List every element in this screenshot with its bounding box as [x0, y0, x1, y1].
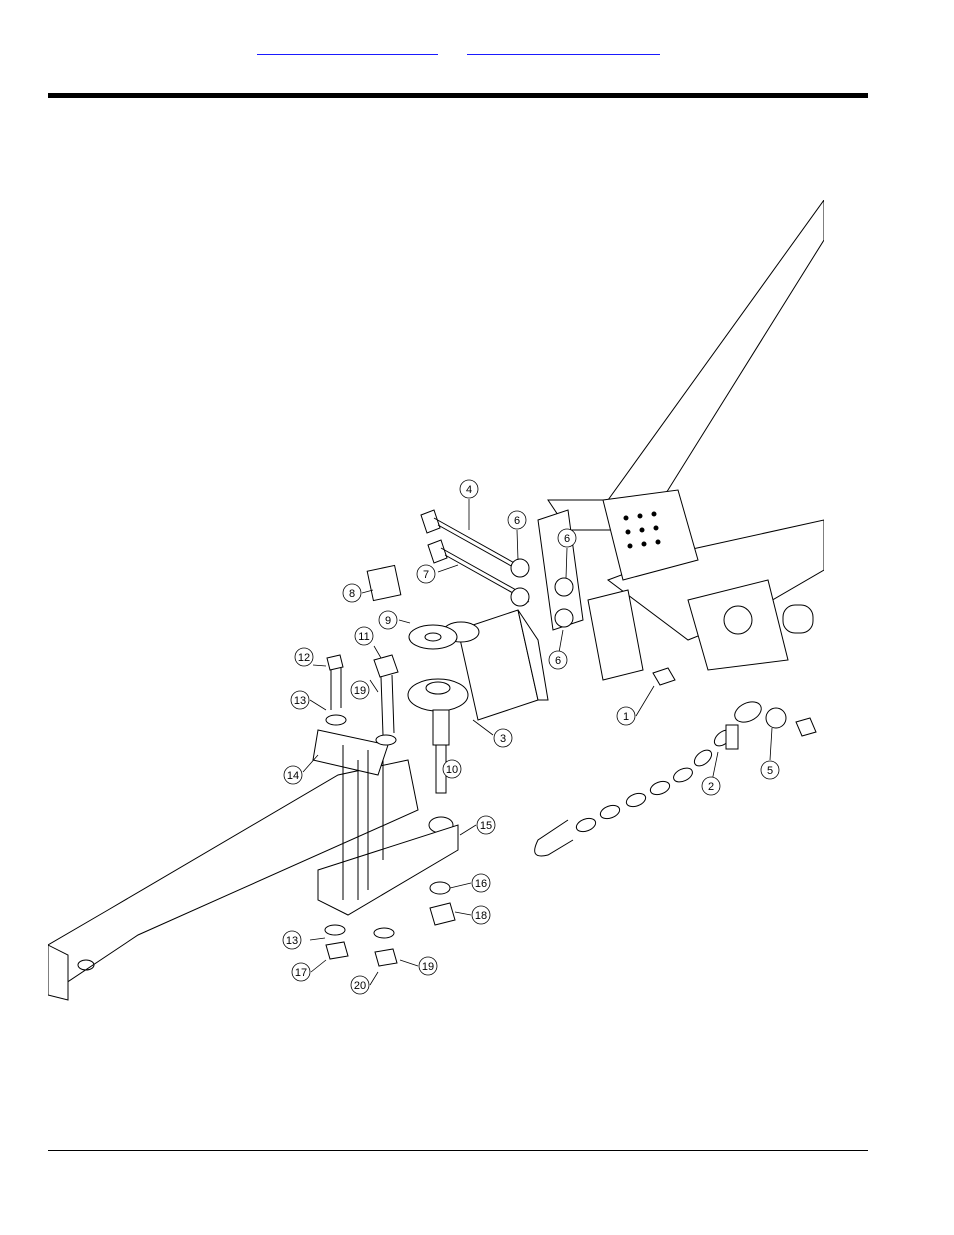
callout-circle — [350, 680, 370, 700]
bolt-12 — [326, 654, 344, 710]
plate-holes — [623, 511, 661, 549]
frame-beam-upper — [547, 200, 824, 531]
callout-circle — [418, 956, 438, 976]
callout-label-13: 13 — [286, 935, 298, 947]
callout-label-8: 8 — [349, 588, 355, 600]
bottom-rule — [48, 1150, 868, 1151]
callout-circle — [507, 510, 527, 530]
header-link-1[interactable] — [257, 42, 438, 55]
callout-label-16: 16 — [475, 878, 487, 890]
callout-label-11: 11 — [358, 631, 369, 643]
bolt-4 — [420, 509, 523, 573]
callout-circle — [442, 759, 462, 779]
callout-label-19: 19 — [422, 961, 434, 973]
callout-circle — [291, 962, 311, 982]
callout-label-18: 18 — [475, 910, 487, 922]
callout-circle — [616, 706, 636, 726]
mounting-plate — [602, 489, 699, 581]
callout-circle — [548, 650, 568, 670]
callout-label-6: 6 — [564, 533, 570, 545]
callout-label-7: 7 — [423, 569, 429, 581]
callout-circle — [493, 728, 513, 748]
callout-label-4: 4 — [466, 484, 472, 496]
callout-circle — [471, 905, 491, 925]
callout-label-13: 13 — [294, 695, 306, 707]
bolt-11 — [373, 654, 399, 736]
upper-clamp-plate-14 — [312, 729, 389, 776]
callout-circle — [476, 815, 496, 835]
callout-label-10: 10 — [446, 764, 458, 776]
lower-clamp-plate-15 — [317, 824, 459, 916]
callout-label-15: 15 — [480, 820, 492, 832]
callout-label-5: 5 — [767, 765, 773, 777]
callout-label-19: 19 — [354, 685, 366, 697]
callout-label-17: 17 — [295, 967, 307, 979]
callout-label-12: 12 — [298, 652, 310, 664]
callout-label-14: 14 — [287, 770, 299, 782]
callout-label-9: 9 — [385, 615, 391, 627]
hitch-pin-8 — [366, 564, 402, 602]
callout-circle — [378, 610, 398, 630]
callout-circle — [294, 647, 314, 667]
callout-circle — [459, 479, 479, 499]
callout-circle — [290, 690, 310, 710]
callout-label-6: 6 — [555, 655, 561, 667]
nut-18 — [429, 902, 456, 926]
callout-circle — [342, 583, 362, 603]
swivel-pin-10 — [432, 709, 450, 746]
callout-circle — [471, 873, 491, 893]
callout-circle — [350, 975, 370, 995]
callout-circle — [557, 528, 577, 548]
callout-circle — [701, 776, 721, 796]
callout-label-20: 20 — [354, 980, 366, 992]
callout-circle — [416, 564, 436, 584]
top-rule — [48, 93, 868, 98]
callout-circle — [282, 930, 302, 950]
callout-circle — [354, 626, 374, 646]
chain-hook — [534, 819, 574, 857]
callout-circle — [283, 765, 303, 785]
callout-label-1: 1 — [623, 711, 629, 723]
nut-1 — [652, 667, 676, 686]
safety-chain — [575, 701, 762, 833]
callout-label-6: 6 — [514, 515, 520, 527]
header-link-2[interactable] — [467, 42, 660, 55]
callout-label-3: 3 — [500, 733, 506, 745]
washer-9 — [408, 624, 458, 650]
right-bracket — [587, 589, 644, 681]
swivel-eye — [407, 678, 469, 712]
callout-circle — [760, 760, 780, 780]
callout-label-2: 2 — [708, 781, 714, 793]
